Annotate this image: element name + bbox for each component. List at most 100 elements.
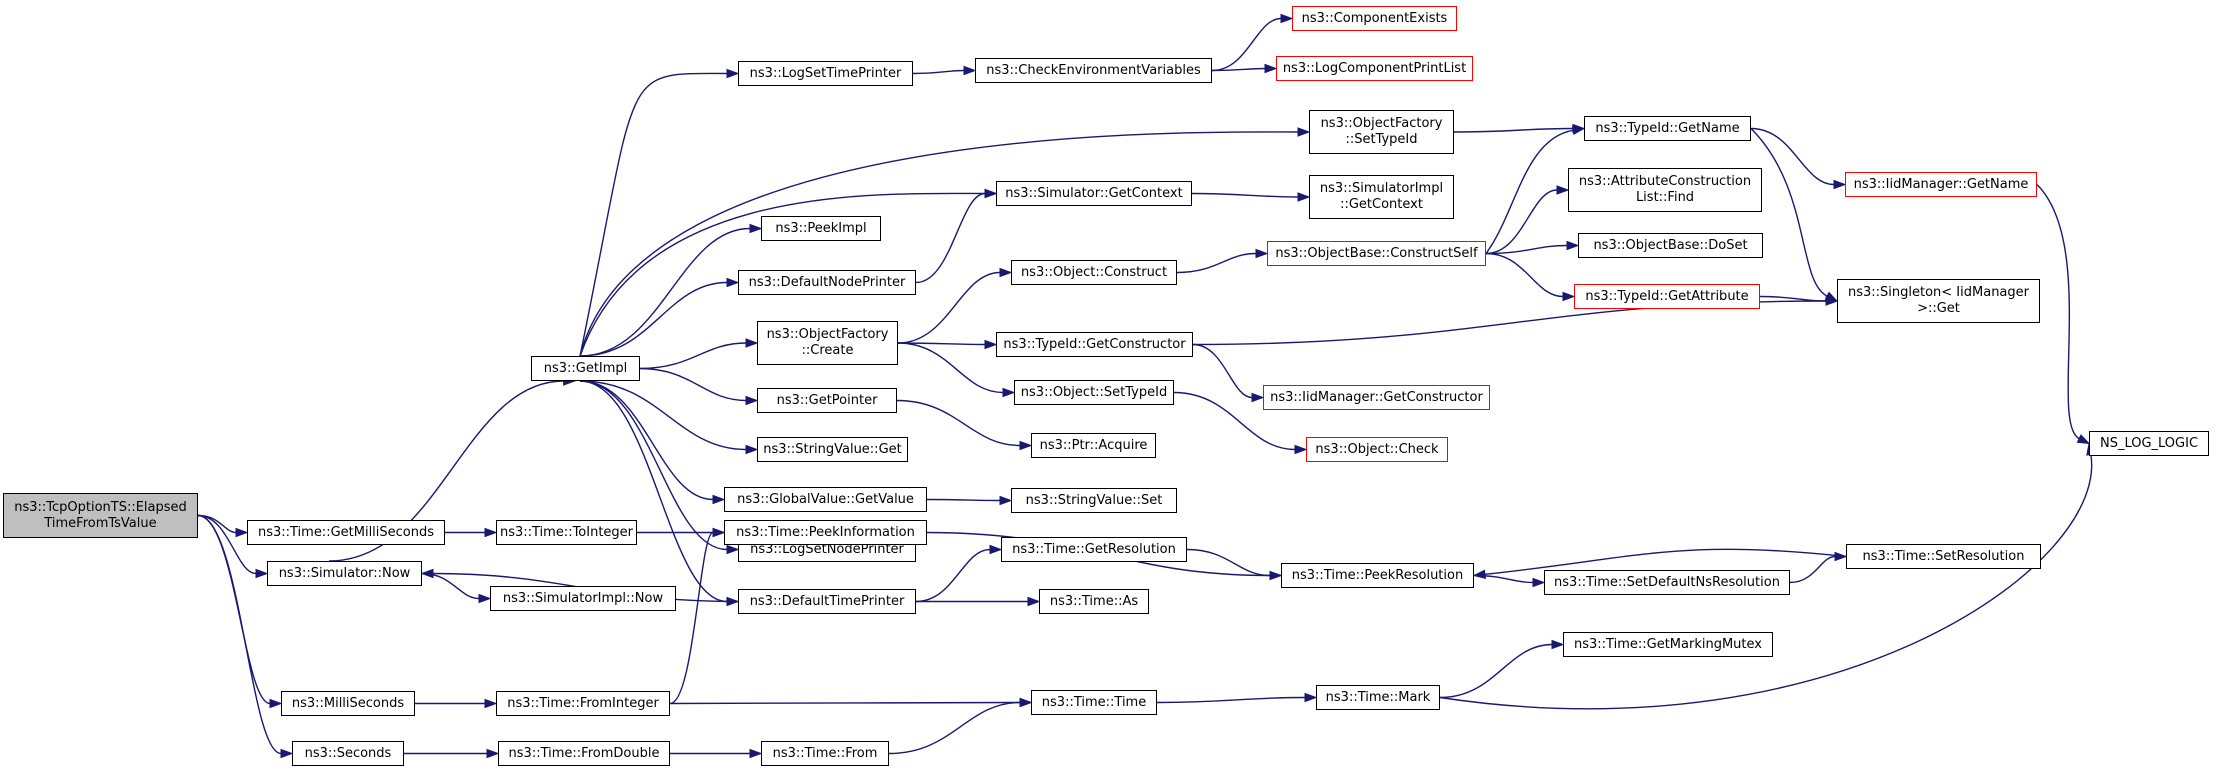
edge-getimpl-to-logsetnode-arrowhead	[726, 544, 740, 555]
node-typeid-getattr[interactable]: ns3::TypeId::GetAttribute	[1574, 284, 1760, 309]
edge-time-getms-to-time-toint-arrowhead	[484, 527, 498, 538]
node-time-mark[interactable]: ns3::Time::Mark	[1316, 685, 1440, 710]
node-getpointer[interactable]: ns3::GetPointer	[757, 388, 897, 413]
edge-time-mark-to-time-getmarkmutex	[1439, 643, 1553, 699]
node-simimpl-now[interactable]: ns3::SimulatorImpl::Now	[490, 586, 676, 611]
edge-tcp-elapsed-to-millisec-arrowhead	[269, 698, 283, 709]
node-logcompprint[interactable]: ns3::LogComponentPrintList	[1276, 56, 1473, 81]
edge-checkenv-to-compexists	[1211, 17, 1282, 72]
edge-time-peekinfo-to-time-peekres-arrowhead	[1269, 570, 1283, 581]
node-time-time[interactable]: ns3::Time::Time	[1031, 690, 1157, 715]
node-time-from[interactable]: ns3::Time::From	[761, 741, 889, 766]
node-singleton-get[interactable]: ns3::Singleton< IidManager >::Get	[1837, 279, 2040, 323]
node-objbase-cself[interactable]: ns3::ObjectBase::ConstructSelf	[1267, 241, 1486, 266]
edge-tcp-elapsed-to-seconds	[197, 514, 282, 755]
edge-objbase-cself-to-objbase-doset	[1485, 244, 1568, 255]
edge-typeid-getname-to-iidmgr-getname-arrowhead	[1833, 179, 1847, 190]
node-objfactory-settypeid[interactable]: ns3::ObjectFactory ::SetTypeId	[1309, 110, 1454, 154]
node-millisec[interactable]: ns3::MilliSeconds	[281, 691, 415, 716]
edge-iidmgr-getname-to-ns-log-logic	[2036, 184, 2080, 440]
node-time-getmarkmutex[interactable]: ns3::Time::GetMarkingMutex	[1563, 632, 1773, 657]
edge-typeid-getname-to-iidmgr-getname	[1750, 127, 1835, 186]
node-strval-get[interactable]: ns3::StringValue::Get	[757, 437, 908, 462]
edge-tcp-elapsed-to-millisec	[197, 514, 271, 705]
node-time-fromdbl[interactable]: ns3::Time::FromDouble	[498, 741, 670, 766]
node-iidmgr-getctor[interactable]: ns3::IidManager::GetConstructor	[1263, 385, 1490, 410]
edge-sim-now-to-simimpl-now-arrowhead	[478, 593, 492, 604]
node-strval-set[interactable]: ns3::StringValue::Set	[1011, 488, 1177, 513]
node-seconds[interactable]: ns3::Seconds	[292, 741, 404, 766]
node-obj-check[interactable]: ns3::Object::Check	[1306, 437, 1448, 462]
node-ns-log-logic[interactable]: NS_LOG_LOGIC	[2089, 431, 2209, 456]
edge-millisec-to-time-fromint-arrowhead	[484, 698, 498, 709]
node-typeid-getctor[interactable]: ns3::TypeId::GetConstructor	[996, 332, 1193, 357]
node-ptr-acquire[interactable]: ns3::Ptr::Acquire	[1031, 433, 1156, 458]
edge-time-fromint-to-time-peekinfo-arrowhead	[712, 527, 726, 538]
node-iidmgr-getname[interactable]: ns3::IidManager::GetName	[1845, 172, 2037, 197]
edge-seconds-to-time-fromdbl-arrowhead	[486, 748, 500, 759]
edge-globval-getvalue-to-strval-set	[926, 498, 1001, 502]
edge-time-mark-to-ns-log-logic	[1439, 454, 2093, 710]
node-getimpl[interactable]: ns3::GetImpl	[531, 356, 640, 381]
node-time-setdefns[interactable]: ns3::Time::SetDefaultNsResolution	[1544, 570, 1790, 595]
node-checkenv[interactable]: ns3::CheckEnvironmentVariables	[975, 58, 1212, 83]
node-objbase-doset[interactable]: ns3::ObjectBase::DoSet	[1578, 233, 1763, 258]
edge-time-setdefns-to-time-setres	[1789, 555, 1836, 584]
edge-typeid-getctor-to-iidmgr-getctor-arrowhead	[1251, 392, 1265, 403]
edge-time-fromint-to-time-time	[669, 701, 1021, 705]
edge-getimpl-to-globval-getvalue	[580, 380, 714, 501]
node-simimpl-getctx[interactable]: ns3::SimulatorImpl ::GetContext	[1309, 175, 1454, 219]
node-time-peekres[interactable]: ns3::Time::PeekResolution	[1281, 563, 1474, 588]
node-objfactory-create[interactable]: ns3::ObjectFactory ::Create	[757, 321, 898, 365]
edge-objbase-cself-to-typeid-getattr-arrowhead	[1562, 291, 1576, 302]
node-time-setres[interactable]: ns3::Time::SetResolution	[1846, 544, 2041, 569]
node-time-getres[interactable]: ns3::Time::GetResolution	[1001, 537, 1187, 562]
node-time-as[interactable]: ns3::Time::As	[1039, 589, 1149, 614]
edge-defnodeprinter-to-sim-getctx-arrowhead	[984, 188, 998, 199]
node-globval-getvalue[interactable]: ns3::GlobalValue::GetValue	[724, 487, 927, 512]
edge-objbase-cself-to-typeid-getattr	[1485, 252, 1564, 298]
node-typeid-getname[interactable]: ns3::TypeId::GetName	[1584, 116, 1751, 141]
node-time-peekinfo[interactable]: ns3::Time::PeekInformation	[724, 520, 927, 545]
node-logsettime[interactable]: ns3::LogSetTimePrinter	[738, 61, 913, 86]
node-time-toint[interactable]: ns3::Time::ToInteger	[496, 520, 637, 545]
node-deftimeprinter[interactable]: ns3::DefaultTimePrinter	[738, 589, 916, 614]
edge-sim-getctx-to-simimpl-getctx-arrowhead	[1297, 192, 1311, 202]
node-obj-construct[interactable]: ns3::Object::Construct	[1011, 260, 1177, 285]
edge-getimpl-to-deftimeprinter	[580, 380, 728, 603]
edge-getimpl-to-logsetnode	[580, 380, 728, 551]
node-peekimpl[interactable]: ns3::PeekImpl	[761, 216, 881, 241]
edge-deftimeprinter-to-time-getres	[915, 548, 991, 603]
edge-tcp-elapsed-to-seconds-arrowhead	[280, 748, 294, 759]
edge-getimpl-to-logsettime-arrowhead	[726, 68, 740, 79]
edge-time-mark-to-time-getmarkmutex-arrowhead	[1551, 639, 1565, 650]
node-defnodeprinter[interactable]: ns3::DefaultNodePrinter	[738, 270, 916, 295]
edge-tcp-elapsed-to-sim-now	[197, 514, 257, 575]
edge-time-time-to-time-mark-arrowhead	[1304, 692, 1318, 703]
edge-getimpl-to-objfactory-create-arrowhead	[745, 338, 759, 348]
edge-getimpl-to-deftimeprinter-arrowhead	[726, 596, 740, 607]
edge-deftimeprinter-to-sim-now-arrowhead	[420, 568, 434, 579]
edge-getimpl-to-getpointer	[639, 367, 747, 402]
edge-sim-now-to-getimpl	[328, 380, 564, 562]
node-attrcl-find[interactable]: ns3::AttributeConstruction List::Find	[1568, 168, 1762, 212]
edge-typeid-getctor-to-iidmgr-getctor	[1192, 343, 1253, 399]
edge-tcp-elapsed-to-sim-now-arrowhead	[255, 568, 269, 579]
edge-checkenv-to-compexists-arrowhead	[1280, 13, 1294, 24]
node-time-getms[interactable]: ns3::Time::GetMilliSeconds	[247, 520, 445, 545]
node-obj-settypeid[interactable]: ns3::Object::SetTypeId	[1014, 380, 1174, 405]
edge-getimpl-to-strval-get-arrowhead	[745, 444, 759, 455]
edge-objfactory-create-to-obj-construct-arrowhead	[999, 267, 1013, 278]
edge-time-setres-to-time-peekres	[1484, 548, 1847, 576]
edge-time-from-to-time-time	[888, 701, 1021, 755]
node-sim-now[interactable]: ns3::Simulator::Now	[267, 561, 422, 586]
edge-objbase-cself-to-attrcl-find	[1485, 189, 1558, 255]
node-compexists[interactable]: ns3::ComponentExists	[1292, 6, 1457, 31]
node-sim-getctx[interactable]: ns3::Simulator::GetContext	[996, 181, 1192, 206]
edge-getimpl-to-peekimpl-arrowhead	[749, 223, 763, 234]
edge-deftimeprinter-to-time-getres-arrowhead	[989, 544, 1003, 555]
edge-objfactory-create-to-obj-settypeid-arrowhead	[1002, 387, 1016, 398]
node-time-fromint[interactable]: ns3::Time::FromInteger	[496, 691, 670, 716]
node-tcp-elapsed[interactable]: ns3::TcpOptionTS::Elapsed TimeFromTsValu…	[3, 493, 198, 538]
